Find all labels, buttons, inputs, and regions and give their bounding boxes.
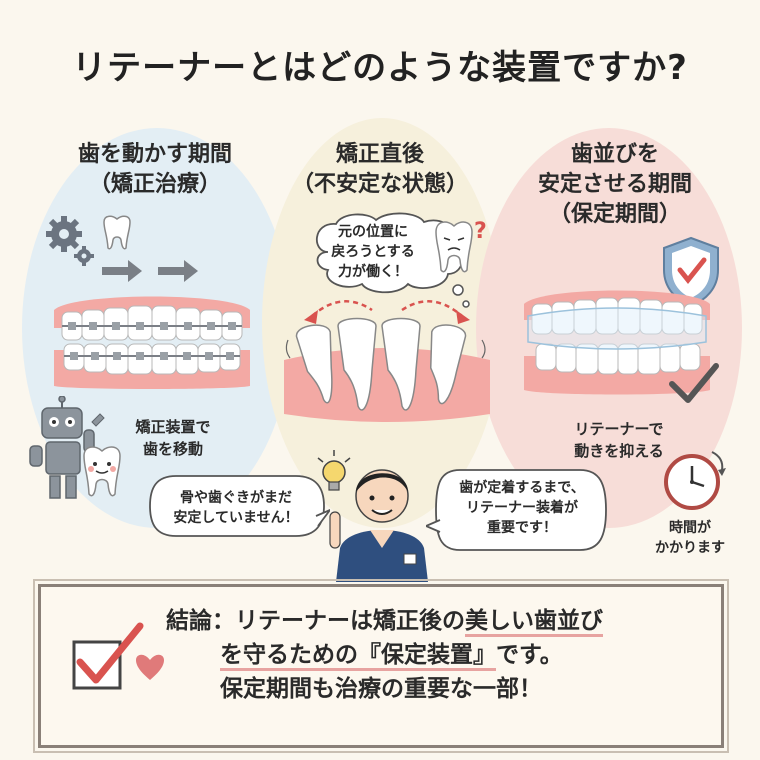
clock-caption: 時間が かかります <box>640 518 740 558</box>
braces-teeth-illustration <box>54 296 250 389</box>
right-bubble-line1: 歯が定着するまで、 <box>459 480 585 496</box>
panel-left-caption: 矯正装置で 歯を移動 <box>118 416 228 460</box>
speech-bubble-left <box>149 475 330 537</box>
speech-bubble-left-text: 骨や歯ぐきがまだ 安定していません！ <box>150 488 322 528</box>
panel-left-caption-line1: 矯正装置で <box>135 418 211 436</box>
checkmark-icon <box>669 363 719 403</box>
thought-line1: 元の位置に <box>338 224 408 240</box>
checkbox-icon <box>72 622 144 690</box>
panel-middle-bg <box>262 118 502 528</box>
clock-caption-line2: かかります <box>655 540 725 556</box>
panel-middle-heading: 矯正直後 （不安定な状態） <box>280 140 480 200</box>
panel-right-caption-line1: リテーナーで <box>574 420 664 438</box>
page-title: リテーナーとはどのような装置ですか? <box>72 48 688 88</box>
left-bubble-line2: 安定していません！ <box>173 510 299 526</box>
panel-left-caption-line2: 歯を移動 <box>142 440 203 458</box>
conclusion-line2-suffix: です。 <box>496 642 563 668</box>
right-bubble-line3: 重要です！ <box>487 520 557 536</box>
thought-line3: 力が働く！ <box>338 264 408 280</box>
right-bubble-line2: リテーナー装着が <box>466 500 578 516</box>
arrow-right-icon <box>102 260 198 282</box>
clock-icon <box>664 451 726 510</box>
conclusion-line1-highlight: 美しい歯並び <box>465 608 603 637</box>
conclusion-line1: 結論：リテーナーは矯正後の美しい歯並び <box>166 604 716 638</box>
conclusion-line1-prefix: 結論：リテーナーは矯正後の <box>166 608 465 634</box>
thought-line2: 戻ろうとする <box>331 244 415 260</box>
retainer-teeth-illustration <box>524 290 710 395</box>
panel-right-heading: 歯並びを 安定させる期間 （保定期間） <box>500 140 730 230</box>
panel-middle-heading-line2: （不安定な状態） <box>291 172 468 197</box>
lightbulb-icon <box>317 450 351 491</box>
conclusion-text: 結論：リテーナーは矯正後の美しい歯並び を守るための『保定装置』です。 保定期間… <box>166 604 716 706</box>
panel-right-caption-line2: 動きを抑える <box>574 442 664 460</box>
panel-left-heading-line2: （矯正治療） <box>88 172 221 197</box>
tooth-icon <box>103 215 131 250</box>
worried-tooth-icon: ? <box>435 219 487 273</box>
panel-left-heading: 歯を動かす期間 （矯正治療） <box>40 140 270 200</box>
shield-check-icon <box>663 236 719 308</box>
speech-bubble-right-text: 歯が定着するまで、 リテーナー装着が 重要です！ <box>440 478 604 538</box>
speech-bubble-right <box>426 469 607 551</box>
panel-right-caption: リテーナーで 動きを抑える <box>554 418 684 462</box>
conclusion-line3: 保定期間も治療の重要な一部！ <box>220 676 542 702</box>
conclusion-line2: を守るための『保定装置』です。 <box>220 638 716 672</box>
thought-bubble-text: 元の位置に 戻ろうとする 力が働く！ <box>318 222 428 282</box>
panel-left-heading-line1: 歯を動かす期間 <box>77 142 232 167</box>
panel-right-heading-line1: 歯並びを <box>570 142 659 167</box>
conclusion-line2-highlight: を守るための『保定装置』 <box>220 642 496 671</box>
panel-right-heading-line2: 安定させる期間 <box>537 172 692 197</box>
left-bubble-line1: 骨や歯ぐきがまだ <box>180 490 292 506</box>
panel-middle-heading-line1: 矯正直後 <box>335 142 424 167</box>
shifting-teeth-illustration <box>284 300 490 422</box>
doctor-illustration <box>329 469 428 582</box>
gear-icon <box>46 216 94 266</box>
clock-caption-line1: 時間が <box>669 520 711 536</box>
heart-icon <box>136 654 164 680</box>
tooth-icon <box>83 446 121 497</box>
panel-right-heading-line3: （保定期間） <box>548 202 681 227</box>
svg-text:?: ? <box>474 219 487 244</box>
robot-icon <box>29 396 105 499</box>
